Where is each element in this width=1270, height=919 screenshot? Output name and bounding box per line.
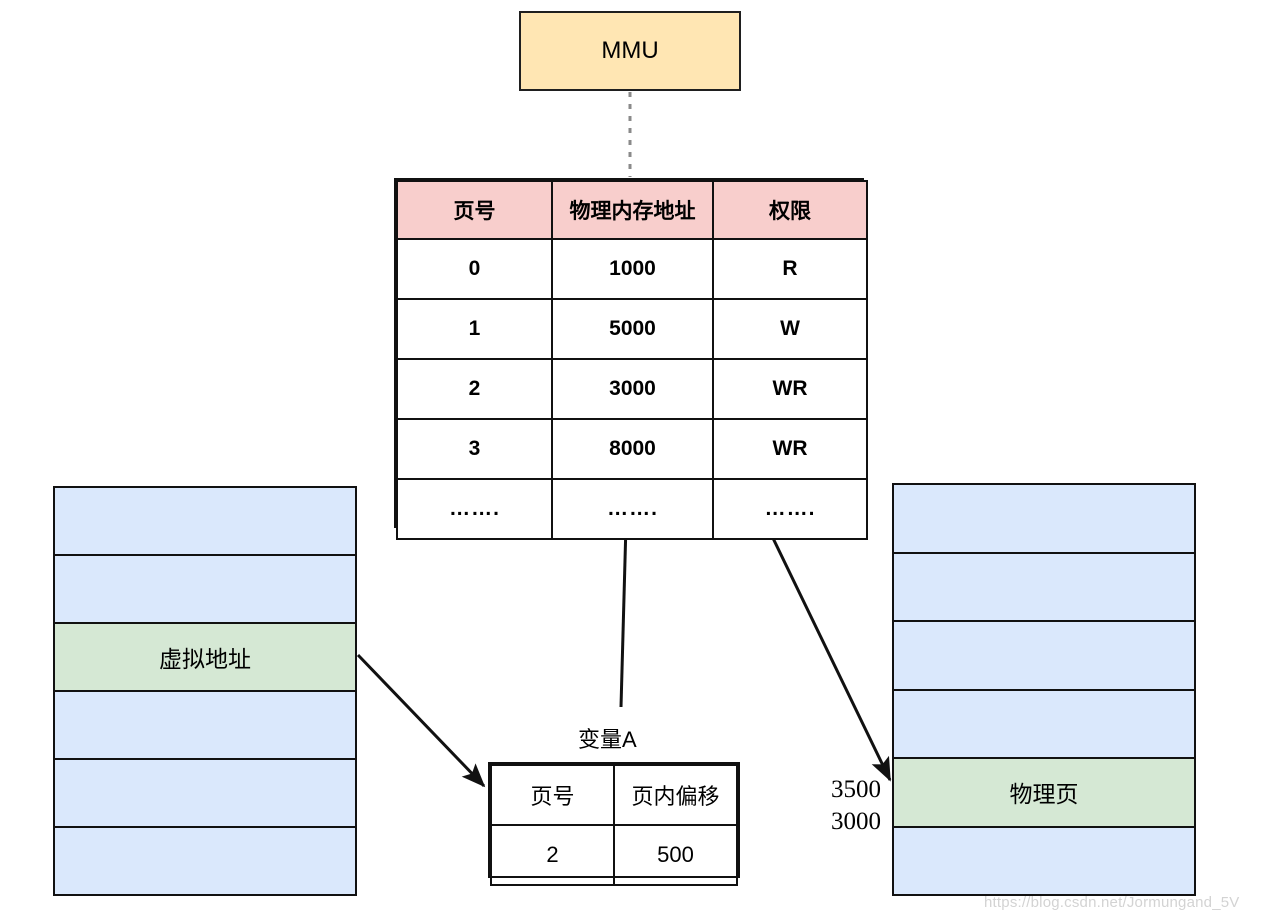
page-table-header-row: 页号 物理内存地址 权限	[396, 180, 868, 240]
virtual-address-to-split-arrow	[356, 653, 486, 788]
list-item	[894, 690, 1194, 759]
list-item	[55, 692, 355, 760]
table-row: 0 1000 R	[396, 238, 868, 300]
table-row: 1 5000 W	[396, 298, 868, 360]
page-table-cell-physical-address: 8000	[551, 418, 714, 480]
page-table-header-permission: 权限	[712, 180, 868, 240]
list-item	[894, 485, 1194, 554]
address-label-upper: 3500	[831, 776, 881, 803]
page-table-cell-permission: WR	[712, 358, 868, 420]
physical-page-row: 物理页	[894, 759, 1194, 828]
page-table: 页号 物理内存地址 权限 0 1000 R 1 5000 W 2 3000 WR	[394, 178, 868, 540]
page-table-cell-physical-address: 1000	[551, 238, 714, 300]
split-value-page-offset: 500	[613, 824, 738, 886]
mmu-box: MMU	[519, 11, 741, 91]
watermark-text: https://blog.csdn.net/Jormungand_5V	[984, 894, 1240, 911]
page-table-cell-page-number: …….	[396, 478, 553, 540]
page-table-cell-page-number: 1	[396, 298, 553, 360]
list-item	[55, 488, 355, 556]
table-row: 2 3000 WR	[396, 358, 868, 420]
table-row: 2 500	[490, 824, 738, 886]
page-table-header-page-number: 页号	[396, 180, 553, 240]
split-value-page-number: 2	[490, 824, 615, 886]
list-item	[55, 556, 355, 624]
page-table-cell-physical-address: 5000	[551, 298, 714, 360]
mmu-label: MMU	[601, 37, 659, 64]
page-table-cell-permission: R	[712, 238, 868, 300]
list-item	[55, 760, 355, 828]
address-label-lower: 3000	[831, 808, 881, 835]
virtual-address-split-table: 页号 页内偏移 2 500	[488, 762, 740, 886]
page-table-cell-permission: WR	[712, 418, 868, 480]
split-header-page-offset: 页内偏移	[613, 764, 738, 826]
page-table-header-physical-address: 物理内存地址	[551, 180, 714, 240]
page-table-cell-physical-address: 3000	[551, 358, 714, 420]
list-item	[894, 622, 1194, 691]
page-table-cell-page-number: 3	[396, 418, 553, 480]
virtual-address-row: 虚拟地址	[55, 624, 355, 692]
table-row: 页号 页内偏移	[490, 764, 738, 826]
split-header-page-number: 页号	[490, 764, 615, 826]
variable-a-caption: 变量A	[578, 727, 637, 752]
page-table-cell-permission: W	[712, 298, 868, 360]
page-table-cell-page-number: 0	[396, 238, 553, 300]
table-row: 3 8000 WR	[396, 418, 868, 480]
list-item	[894, 827, 1194, 894]
page-table-cell-physical-address: …….	[551, 478, 714, 540]
list-item	[894, 553, 1194, 622]
list-item	[55, 828, 355, 894]
physical-memory-block: 物理页	[892, 483, 1196, 896]
page-table-cell-permission: …….	[712, 478, 868, 540]
table-row: ……. ……. …….	[396, 478, 868, 540]
page-table-cell-page-number: 2	[396, 358, 553, 420]
virtual-memory-block: 虚拟地址	[53, 486, 357, 896]
